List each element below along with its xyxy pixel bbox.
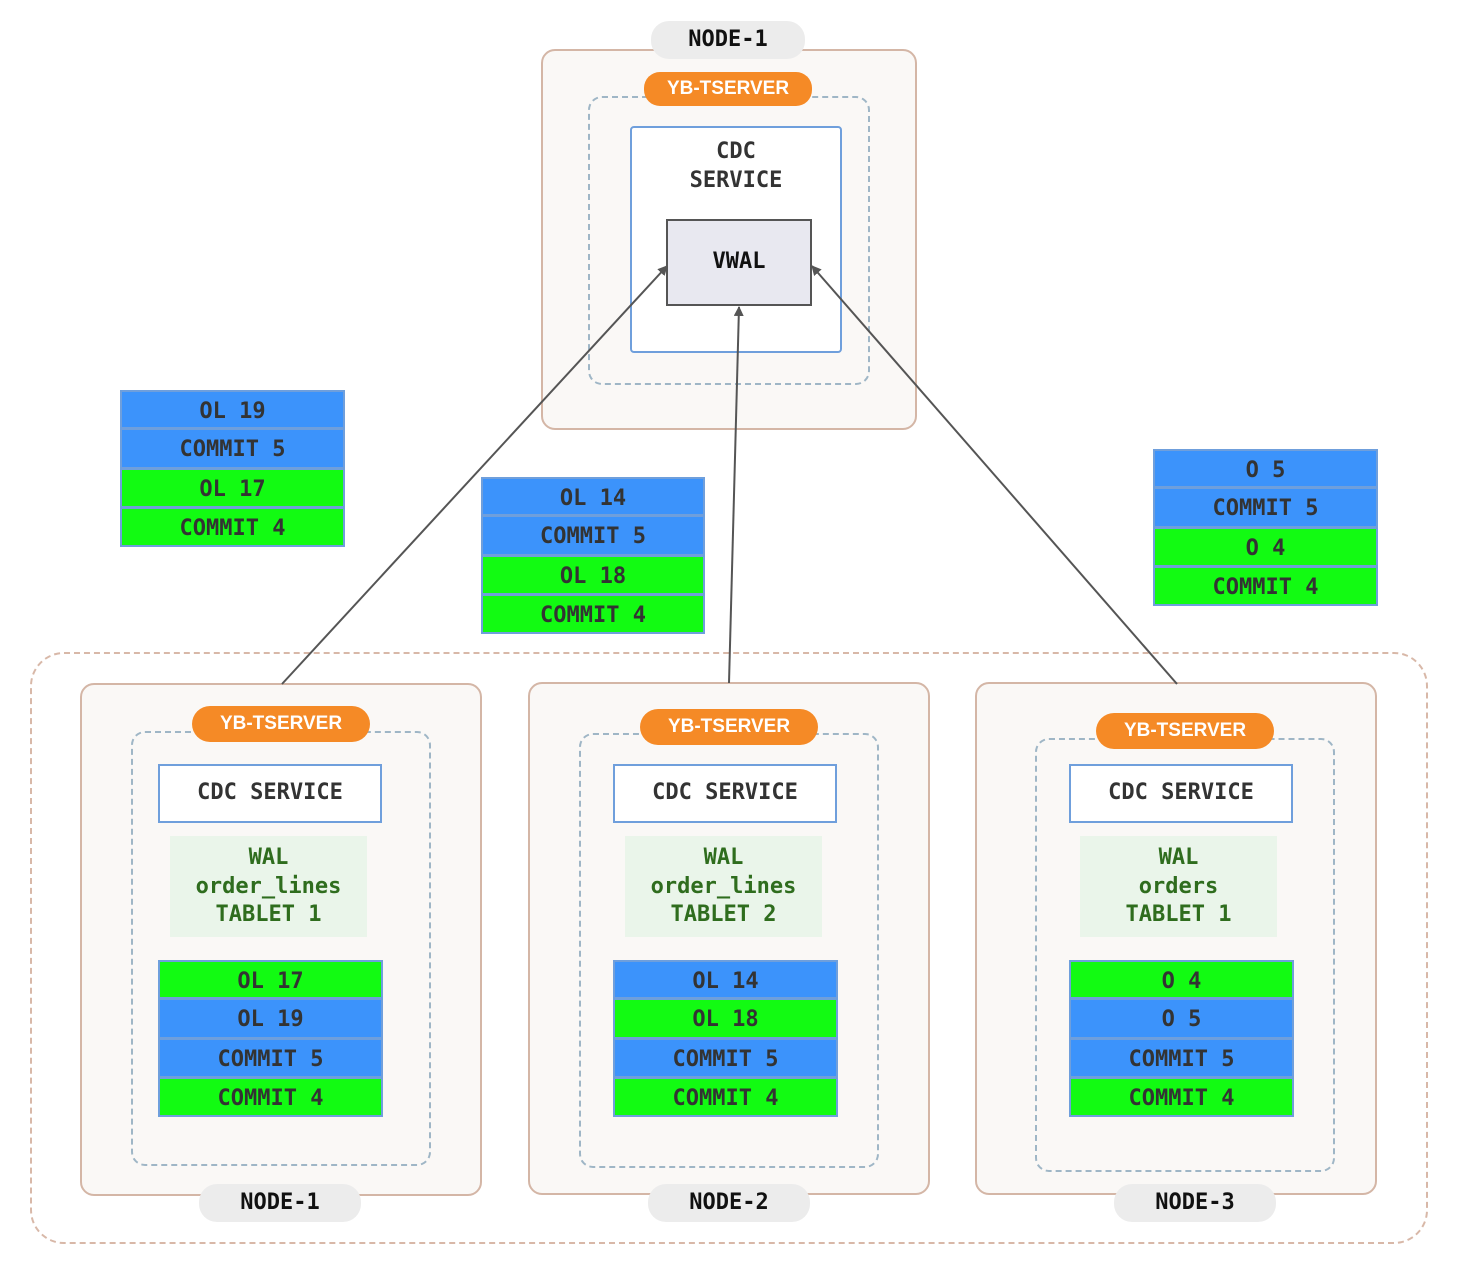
wal-line: WAL: [248, 845, 289, 870]
node-3-wal-row: O 5: [1069, 999, 1294, 1039]
wal-line: orders: [1138, 873, 1219, 899]
floating-stack-3-row: O 5: [1153, 449, 1378, 489]
node-3-wal-row: COMMIT 4: [1069, 1077, 1294, 1117]
top-cdc-title-line-2: SERVICE: [689, 168, 783, 193]
wal-line: TABLET 1: [215, 902, 322, 927]
top-tserver-badge: YB-TSERVER: [644, 72, 812, 106]
node-2-wal-row: COMMIT 5: [613, 1038, 838, 1078]
wal-line: order_lines: [650, 873, 797, 899]
floating-stack-2-row: OL 18: [481, 555, 705, 595]
floating-stack-3-row: COMMIT 4: [1153, 566, 1378, 606]
node-3-wal-row: COMMIT 5: [1069, 1038, 1294, 1078]
node-1-label: NODE-1: [199, 1184, 361, 1222]
floating-stack-1-row: OL 19: [120, 390, 345, 430]
vwal-box: VWAL: [666, 219, 812, 306]
node-3-cdc-service: CDC SERVICE: [1069, 764, 1293, 823]
floating-stack-2-row: OL 14: [481, 477, 705, 517]
floating-stack-1-row: OL 17: [120, 468, 345, 508]
node-1-wal-row: COMMIT 5: [158, 1038, 383, 1078]
node-1-wal-row: OL 17: [158, 960, 383, 1000]
floating-stack-1-row: COMMIT 4: [120, 507, 345, 547]
floating-stack-2-row: COMMIT 5: [481, 516, 705, 556]
node-1-wal-row: COMMIT 4: [158, 1077, 383, 1117]
node-2-wal-row: COMMIT 4: [613, 1077, 838, 1117]
wal-line: TABLET 2: [670, 902, 777, 927]
node-2-wal-row: OL 14: [613, 960, 838, 1000]
floating-stack-2-row: COMMIT 4: [481, 594, 705, 634]
node-1-tserver-badge: YB-TSERVER: [192, 706, 370, 742]
node-2-wal-row: OL 18: [613, 999, 838, 1039]
floating-stack-3-row: COMMIT 5: [1153, 488, 1378, 528]
top-node: [541, 49, 917, 430]
arrow-node-3-to-vwal: [811, 265, 1178, 685]
arrow-node-2-to-vwal: [728, 306, 744, 684]
node-3-wal-row: O 4: [1069, 960, 1294, 1000]
node-2-tserver-badge: YB-TSERVER: [640, 709, 818, 745]
node-3-label: NODE-3: [1114, 1184, 1276, 1222]
node-1-wal-row: OL 19: [158, 999, 383, 1039]
top-node-label: NODE-1: [651, 21, 805, 59]
node-2-label: NODE-2: [648, 1184, 810, 1222]
wal-line: WAL: [1158, 845, 1199, 870]
wal-line: order_lines: [195, 873, 342, 899]
wal-line: TABLET 1: [1125, 902, 1232, 927]
node-2-cdc-service: CDC SERVICE: [613, 764, 837, 823]
top-cdc-title-line-1: CDC: [716, 139, 756, 164]
floating-stack-3-row: O 4: [1153, 527, 1378, 567]
node-1-cdc-service: CDC SERVICE: [158, 764, 382, 823]
arrow-node-1-to-vwal: [281, 265, 668, 685]
wal-line: WAL: [703, 845, 744, 870]
node-3-tserver-badge: YB-TSERVER: [1096, 713, 1274, 749]
floating-stack-1-row: COMMIT 5: [120, 429, 345, 469]
